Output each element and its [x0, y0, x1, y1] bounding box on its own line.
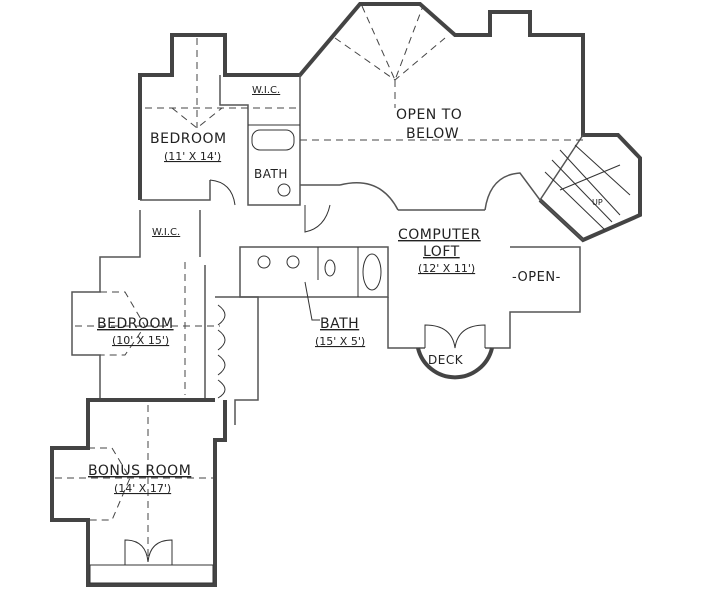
- loft-wall: [485, 246, 581, 349]
- loft-wall: [387, 297, 425, 349]
- bedroom1-label: BEDROOM: [150, 131, 227, 147]
- bath1-label: BATH: [254, 167, 288, 181]
- sink-icon: [257, 255, 271, 269]
- sink-icon: [286, 255, 300, 269]
- deck-outline: [416, 347, 494, 380]
- ceiling-line: [100, 291, 146, 356]
- bedroom2-size: (10' X 15'): [112, 334, 169, 347]
- stairs[interactable]: [544, 144, 631, 231]
- toilet-icon: [324, 259, 336, 277]
- open-label: -OPEN-: [512, 270, 561, 285]
- bath2-label: BATH: [320, 316, 359, 332]
- closet-wall: [215, 296, 259, 425]
- ceiling-line: [88, 447, 131, 521]
- bedroom2-label: BEDROOM: [97, 316, 174, 332]
- rail-arc-right: [484, 172, 541, 211]
- bonus-room-door[interactable]: [124, 539, 173, 565]
- wic1-label: W.I.C.: [252, 85, 280, 96]
- label-leader: [304, 281, 320, 321]
- deck-label: DECK: [428, 353, 464, 367]
- open-to-below-label-2: BELOW: [406, 126, 459, 142]
- closet-door[interactable]: [217, 304, 226, 399]
- ceiling-vault: [334, 37, 446, 81]
- sink-icon: [277, 183, 291, 197]
- door[interactable]: [304, 204, 331, 233]
- ceiling-vault: [361, 5, 424, 82]
- computer-loft-label-2: LOFT: [423, 244, 460, 260]
- stairs-up-label: UP: [592, 198, 603, 207]
- deck-door[interactable]: [424, 324, 486, 349]
- wic1-wall: [219, 75, 301, 206]
- tub-icon: [362, 253, 382, 291]
- bedroom1-wall: [140, 180, 211, 201]
- exterior-wall-upper: [138, 1, 642, 243]
- bath2-wall: [239, 246, 389, 298]
- bonus-room-label: BONUS ROOM: [88, 463, 191, 479]
- bathtub-icon: [251, 129, 295, 151]
- computer-loft-label: COMPUTER: [398, 227, 481, 243]
- open-to-below-label: OPEN TO: [396, 107, 462, 123]
- wic2-label: W.I.C.: [152, 227, 180, 238]
- computer-loft-size: (12' X 11'): [418, 262, 475, 275]
- door[interactable]: [209, 179, 236, 206]
- bonus-room-step: [89, 564, 214, 584]
- rail-arc-left: [339, 182, 399, 211]
- bonus-room-size: (14' X 17'): [114, 482, 171, 495]
- bonus-room-wall: [50, 398, 227, 587]
- ceiling-line: [171, 107, 223, 129]
- wic2-wall: [71, 210, 141, 400]
- bath2-size: (15' X 5'): [315, 335, 365, 348]
- bedroom1-size: (11' X 14'): [164, 150, 221, 163]
